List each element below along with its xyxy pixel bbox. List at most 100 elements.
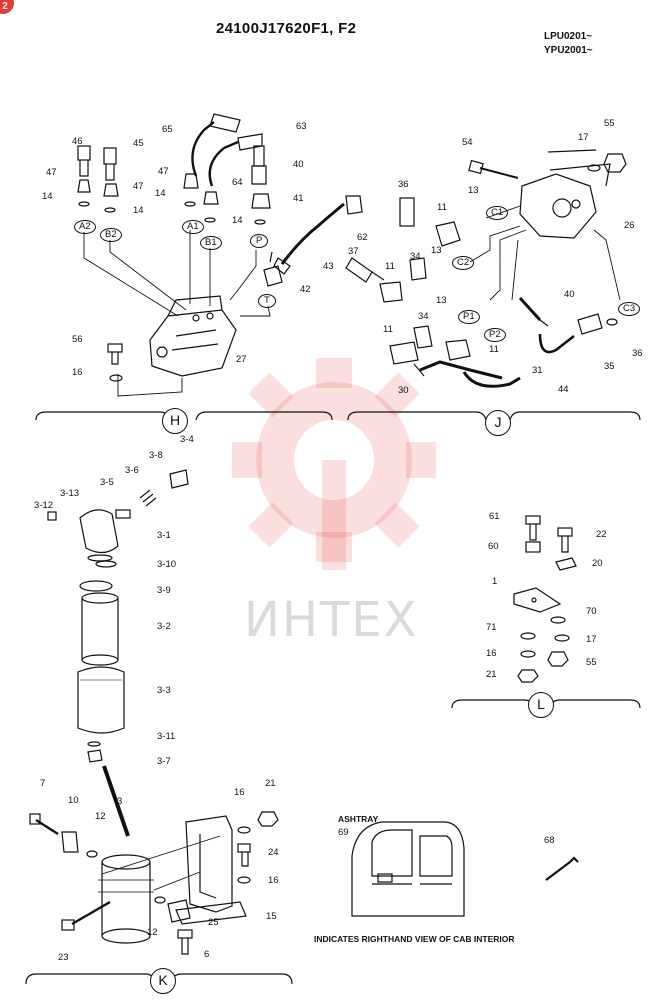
part-label: 14 (232, 215, 243, 226)
fitting-34a (409, 257, 427, 281)
filter-body-k (98, 854, 154, 944)
plug-3-7 (87, 749, 103, 763)
part-label: 36 (398, 179, 409, 190)
part-label: 11 (437, 202, 447, 213)
oring-3-10 (95, 560, 117, 568)
part-label: 13 (436, 295, 447, 306)
port-callout-a1: A1 (182, 220, 204, 234)
oring-3-9 (79, 580, 113, 592)
part-label: 17 (578, 132, 589, 143)
oring-12b (154, 896, 166, 904)
part-label: 37 (348, 246, 359, 257)
part-label: 63 (296, 121, 307, 132)
part-label: 3-2 (157, 621, 171, 632)
fitting-34b (413, 325, 433, 349)
part-label: 3-5 (100, 477, 114, 488)
fitting-47c (183, 173, 199, 207)
part-label: 34 (410, 251, 421, 262)
part-label: 3-12 (34, 500, 54, 511)
port-callout-p2: P2 (484, 328, 506, 342)
nut-55 (603, 153, 627, 173)
cartridge-3-3 (77, 666, 125, 734)
connect-line-k (101, 835, 221, 891)
part-label: 69 (338, 827, 349, 838)
watermark-text: ИНТЕХ (244, 592, 419, 648)
cab-outline (351, 821, 465, 917)
oring-12a (86, 850, 98, 858)
part-label: 12 (147, 927, 158, 938)
fitting-11c (389, 341, 419, 365)
washer-17l (554, 634, 570, 642)
filter-head-3-1 (79, 509, 119, 562)
pipe-40j (518, 296, 549, 327)
part-label: 24 (268, 847, 279, 858)
bolt-6 (177, 929, 193, 955)
port-callout-p1: P1 (458, 310, 480, 324)
nut-21l (517, 669, 539, 683)
part-label: 20 (592, 558, 603, 569)
bolt-61 (525, 515, 541, 541)
fitting-46 (77, 145, 91, 177)
serial-range-2: YPU2001~ (544, 45, 593, 56)
port-callout-c3: C3 (618, 302, 641, 316)
port-callout-c2: C2 (452, 256, 475, 270)
port-callout-b1: B1 (200, 236, 222, 250)
port-callout-c1: C1 (486, 206, 509, 220)
part-label: 14 (133, 205, 144, 216)
part-label: 65 (162, 124, 173, 135)
part-label: 34 (418, 311, 429, 322)
part-label: 22 (596, 529, 607, 540)
fitting-47d (203, 191, 219, 223)
bolt-7 (29, 813, 59, 836)
part-label: 11 (383, 324, 393, 335)
part-label: 3-10 (157, 559, 177, 570)
fitting-35 (577, 313, 603, 335)
bolt-22 (557, 527, 573, 553)
part-label: 55 (586, 657, 597, 668)
part-label: 43 (323, 261, 334, 272)
part-label: 16 (72, 367, 83, 378)
part-label: 3-6 (125, 465, 139, 476)
part-label: 3 (117, 796, 123, 807)
fitting-47a (77, 179, 91, 207)
washer-17j (587, 164, 601, 172)
part-label: 54 (462, 137, 473, 148)
part-label: 41 (293, 193, 304, 204)
hose-65 (191, 113, 241, 177)
fitting-10 (61, 831, 79, 853)
valve-hose-lines (83, 230, 271, 397)
part-label: 16 (486, 648, 497, 659)
part-label: 7 (40, 778, 46, 789)
fitting-11a (435, 221, 461, 247)
bolt-54 (468, 159, 519, 179)
port-callout-t: T (258, 294, 276, 308)
part-label: 14 (155, 188, 166, 199)
washer-70 (550, 616, 566, 624)
plate-20 (555, 557, 577, 571)
nut-21k (257, 811, 279, 827)
part-label: 40 (564, 289, 575, 300)
part-label: 47 (46, 167, 57, 178)
part-label: 21 (265, 778, 276, 789)
part-label: 13 (468, 185, 479, 196)
part-label: 35 (604, 361, 615, 372)
control-valve (149, 295, 237, 377)
element-3-2 (81, 592, 119, 666)
part-label: 3-4 (180, 434, 194, 445)
part-label: 42 (300, 284, 311, 295)
part-label: 17 (586, 634, 597, 645)
bolt-24 (237, 843, 251, 867)
bracket-1 (513, 587, 562, 613)
part-label: 6 (204, 949, 210, 960)
section-marker-l: L (528, 692, 554, 718)
page-badge: 2 (0, 0, 14, 14)
part-label: 56 (72, 334, 83, 345)
part-label: 31 (532, 365, 543, 376)
part-label: 10 (68, 795, 79, 806)
part-label: 3-8 (149, 450, 163, 461)
part-label: 45 (133, 138, 144, 149)
part-label: 30 (398, 385, 409, 396)
drawing-title: 24100J17620F1, F2 (216, 20, 357, 37)
part-label: 3-9 (157, 585, 171, 596)
